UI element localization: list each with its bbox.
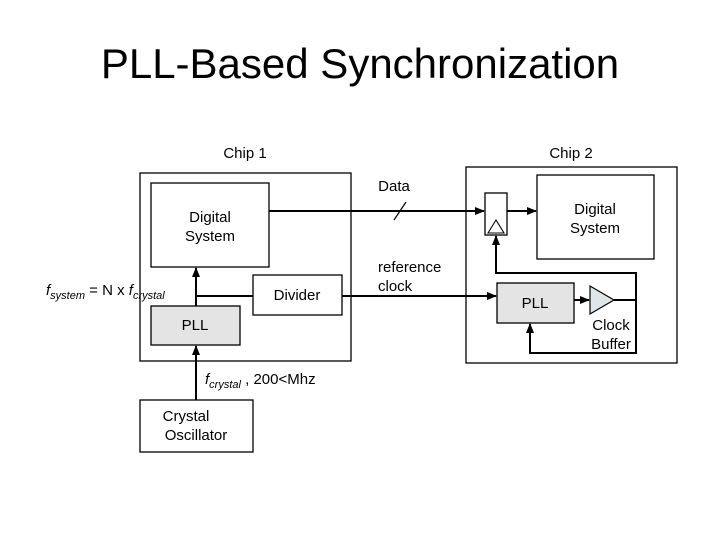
chip2-pll-block bbox=[496, 282, 575, 324]
reference-clock-line1: reference bbox=[378, 259, 441, 276]
crystal-frequency-label: fcrystal , 200<Mhz bbox=[205, 371, 316, 391]
chip2-digital-system-block bbox=[536, 174, 655, 260]
chip1-pll-label: PLL bbox=[182, 317, 209, 334]
buffer-to-ff-clock-arrow bbox=[492, 235, 637, 301]
eq-sub2: crystal bbox=[133, 290, 165, 302]
eq-f1: f bbox=[46, 282, 52, 299]
buffer-feedback-arrow bbox=[526, 300, 637, 354]
crystal-oscillator-line2: Oscillator bbox=[165, 427, 228, 444]
crystal-oscillator-block bbox=[139, 399, 254, 453]
chip2-digital-system-line1: Digital bbox=[574, 201, 616, 218]
crystal-oscillator-line1: Crystal bbox=[163, 408, 210, 425]
cf-sub: crystal bbox=[209, 379, 241, 391]
chip1-label: Chip 1 bbox=[223, 145, 266, 162]
cf-rest: , 200<Mhz bbox=[241, 371, 316, 388]
chip1-digital-system-block bbox=[150, 182, 270, 268]
chip2-label: Chip 2 bbox=[549, 145, 592, 162]
chip2-pll-label: PLL bbox=[522, 295, 549, 312]
clock-buffer-triangle-icon bbox=[589, 284, 616, 316]
chip1-digital-system-line2: System bbox=[185, 228, 235, 245]
chip1-digital-system-line1: Digital bbox=[189, 209, 231, 226]
clock-input-triangle-icon bbox=[487, 218, 505, 234]
page-title: PLL-Based Synchronization bbox=[100, 40, 620, 87]
chip1-box bbox=[139, 172, 352, 362]
system-frequency-equation: fsystem = N x fcrystal bbox=[46, 282, 165, 302]
reference-clock-line2: clock bbox=[378, 278, 413, 295]
eq-mid: = N x bbox=[85, 282, 129, 299]
clock-buffer-line1: Clock bbox=[592, 317, 630, 334]
data-label: Data bbox=[378, 178, 410, 195]
divider-label: Divider bbox=[274, 287, 321, 304]
clock-buffer-line2: Buffer bbox=[591, 336, 631, 353]
eq-f2: f bbox=[129, 282, 135, 299]
cf-f: f bbox=[205, 371, 211, 388]
flip-flop-block bbox=[484, 192, 508, 236]
chip2-box bbox=[465, 166, 678, 364]
chip2-digital-system-line2: System bbox=[570, 220, 620, 237]
data-bus-slash bbox=[393, 201, 407, 221]
eq-sub1: system bbox=[50, 290, 85, 302]
